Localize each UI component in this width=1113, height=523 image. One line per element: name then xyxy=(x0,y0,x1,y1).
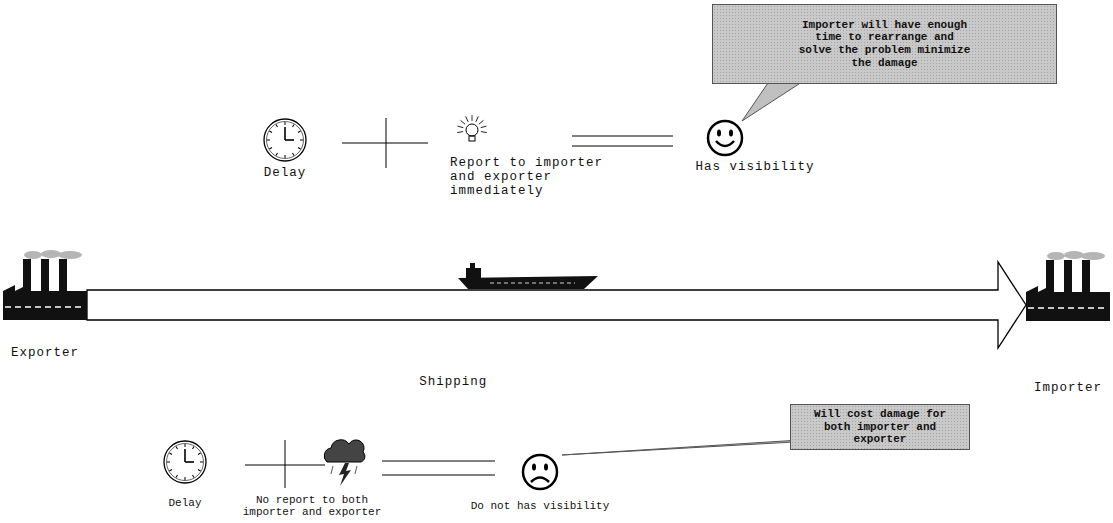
sad-face xyxy=(532,464,536,471)
smoke xyxy=(58,251,82,259)
ship-icon xyxy=(458,263,598,289)
factory-icon xyxy=(1026,246,1110,321)
sad-face xyxy=(531,478,549,483)
lightbulb-icon xyxy=(457,115,487,133)
callout-box: Importer will have enough time to rearra… xyxy=(712,4,1057,84)
storm-cloud-icon xyxy=(324,440,365,486)
icon-caption: Delay xyxy=(168,497,201,509)
ship-icon xyxy=(490,283,575,284)
equals-sign xyxy=(572,136,673,137)
plus-sign xyxy=(342,143,428,144)
icon-caption: Has visibility xyxy=(695,160,814,174)
storm-cloud-icon xyxy=(339,463,351,486)
sad-face xyxy=(523,455,557,489)
lightbulb-icon xyxy=(481,132,487,133)
chimney xyxy=(59,259,67,293)
smoke xyxy=(41,250,61,258)
equals-sign xyxy=(382,475,495,476)
icon-caption: Report to importer and exporter immediat… xyxy=(450,156,620,198)
callout-text: Importer will have enough time to rearra… xyxy=(797,19,972,70)
sad-face xyxy=(544,464,548,471)
smiley-face xyxy=(717,130,721,137)
factory-building xyxy=(1026,286,1110,321)
shipping-arrow xyxy=(87,262,1026,348)
equals-sign xyxy=(572,136,673,146)
icon-caption: No report to both importer and exporter xyxy=(237,494,387,518)
factory-building xyxy=(3,285,87,320)
lightbulb-icon xyxy=(457,115,487,141)
smiley-face xyxy=(708,121,742,155)
equals-sign xyxy=(382,461,495,475)
smiley-face xyxy=(716,141,734,146)
lightbulb-icon xyxy=(469,136,475,141)
ship-icon xyxy=(466,268,481,278)
smiley-face xyxy=(729,130,733,137)
factory-stripe xyxy=(5,306,85,308)
storm-cloud-icon xyxy=(331,466,357,474)
lightbulb-icon xyxy=(479,120,484,124)
callout-pointer xyxy=(742,80,805,121)
lightbulb-icon xyxy=(481,126,487,128)
plus-sign xyxy=(245,440,325,488)
smoke xyxy=(1064,251,1084,259)
chimney xyxy=(41,259,49,293)
callout-text: Will cost damage for both importer and e… xyxy=(805,408,955,446)
smoke xyxy=(24,251,42,259)
factory-icon xyxy=(3,245,87,320)
icon-caption: Delay xyxy=(264,166,307,180)
sad-face xyxy=(523,455,557,489)
smoke xyxy=(1081,252,1105,260)
plus-sign xyxy=(342,118,428,168)
ship-icon xyxy=(470,263,475,268)
plus-sign xyxy=(245,465,325,466)
storm-cloud-icon xyxy=(355,466,357,474)
equals-sign xyxy=(572,146,673,147)
lightbulb-icon xyxy=(466,124,478,136)
lightbulb-icon xyxy=(466,116,469,121)
plus-sign xyxy=(285,440,286,488)
edge-label: Shipping xyxy=(417,375,489,389)
node-label: Importer xyxy=(1026,381,1110,395)
clock-icon xyxy=(164,441,206,483)
factory-node: Importer xyxy=(1026,246,1110,395)
chimney xyxy=(1064,260,1072,294)
storm-cloud-icon xyxy=(324,440,365,462)
callout-box: Will cost damage for both importer and e… xyxy=(790,404,970,450)
lightbulb-icon xyxy=(472,115,473,121)
factory-node: Exporter xyxy=(3,245,87,360)
lightbulb-icon xyxy=(457,132,463,133)
factory-stripe xyxy=(1028,307,1108,309)
equals-sign xyxy=(382,461,495,462)
node-label: Exporter xyxy=(3,346,87,360)
icon-caption: Do not has visibility xyxy=(471,500,610,512)
lightbulb-icon xyxy=(476,116,479,121)
clock-icon xyxy=(264,119,306,161)
lightbulb-icon xyxy=(461,120,466,124)
chimney xyxy=(1082,260,1090,294)
smoke xyxy=(1047,252,1065,260)
smiley-face xyxy=(708,121,742,155)
storm-cloud-icon xyxy=(331,466,333,474)
lightbulb-icon xyxy=(458,126,464,128)
